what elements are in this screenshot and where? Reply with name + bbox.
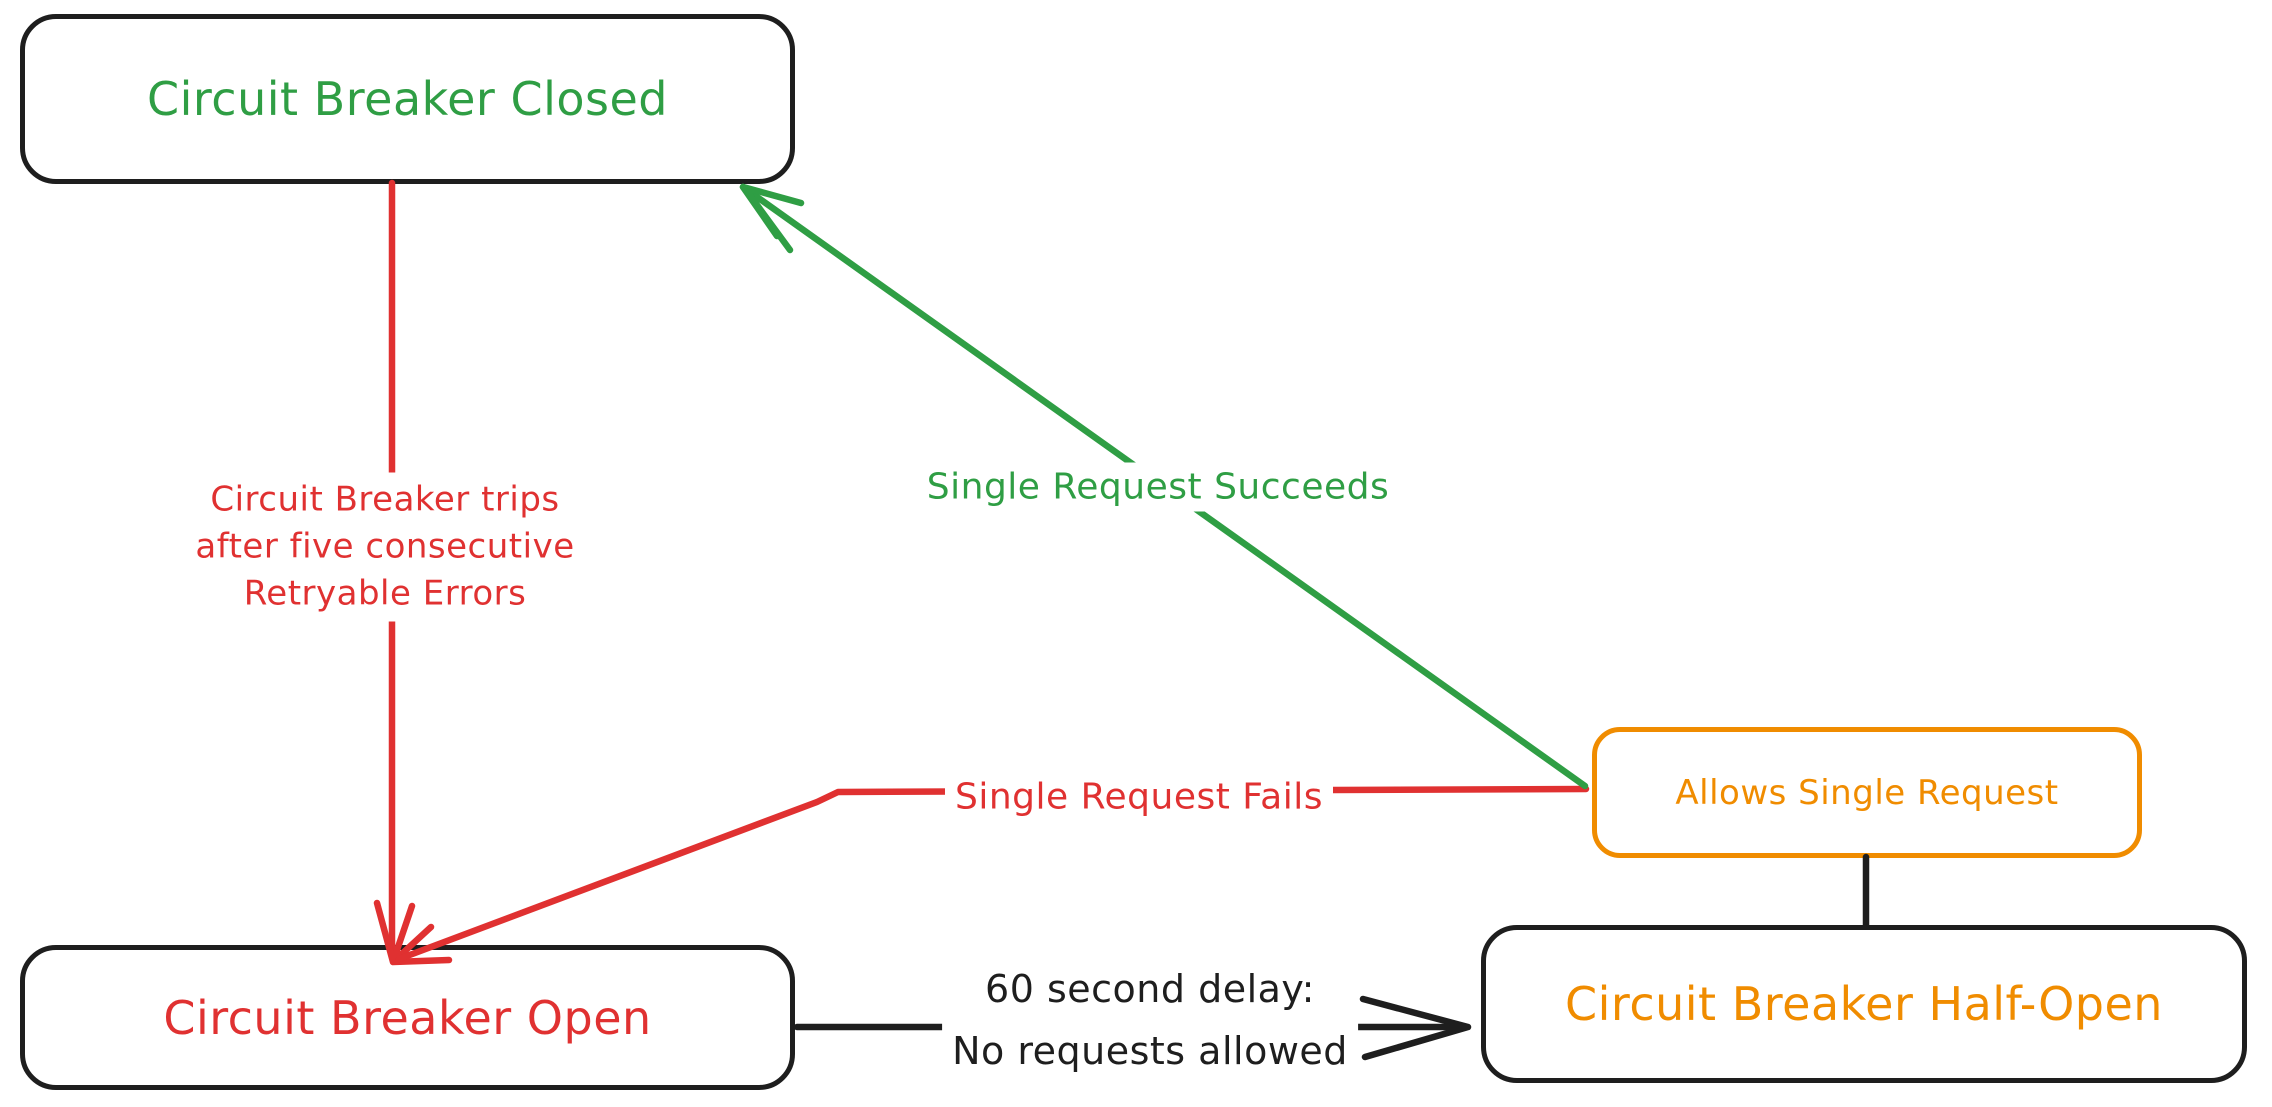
edge-trip-label-line1: Circuit Breaker trips (210, 479, 560, 520)
node-allows-single-request: Allows Single Request (1592, 727, 2142, 858)
edge-trip-label-line3: Retryable Errors (243, 573, 527, 614)
edge-succeed-arrowhead-icon (739, 183, 805, 254)
edge-trip-label-line2: after five consecutive (195, 526, 575, 567)
node-circuit-breaker-open: Circuit Breaker Open (20, 945, 795, 1090)
edge-delay-label-line2: No requests allowed (952, 1029, 1348, 1073)
edge-delay-arrowhead-icon (1359, 995, 1472, 1061)
edge-delay-label-line1: 60 second delay: (985, 967, 1315, 1011)
node-circuit-breaker-closed: Circuit Breaker Closed (20, 14, 795, 184)
node-circuit-breaker-closed-label: Circuit Breaker Closed (147, 72, 668, 126)
node-circuit-breaker-half-open: Circuit Breaker Half-Open (1481, 925, 2247, 1083)
edge-fail-label: Single Request Fails (944, 772, 1334, 822)
node-circuit-breaker-half-open-label: Circuit Breaker Half-Open (1565, 977, 2163, 1031)
node-allows-single-request-label: Allows Single Request (1675, 772, 2059, 813)
edge-succeed-label: Single Request Succeeds (916, 462, 1400, 512)
edge-delay-label: 60 second delay: No requests allowed (942, 954, 1358, 1086)
node-circuit-breaker-open-label: Circuit Breaker Open (163, 990, 652, 1045)
edge-trip-label: Circuit Breaker trips after five consecu… (185, 472, 585, 622)
